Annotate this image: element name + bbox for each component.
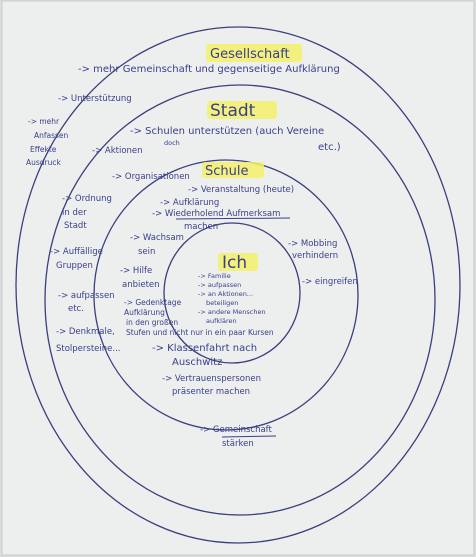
note-eingreifen: -> eingreifen [302,277,358,287]
note-aktionen: -> Aktionen [92,146,143,156]
title-gesellschaft: Gesellschaft [210,47,290,62]
note-veranstaltung: -> Veranstaltung (heute) [188,185,294,195]
note-gedenktage-4: Stufen und nicht nur in ein paar Kursen [126,328,274,337]
circle-schule [93,159,359,431]
note-mehr-3: Effekte [30,145,57,154]
note-unterstuetzung: -> Unterstützung [58,94,132,104]
note-klassenfahrt-1: -> Klassenfahrt nach [152,343,257,354]
note-aufpassen-2: etc. [68,304,84,314]
note-mehr-2: Anfassen [34,131,69,140]
note-ordnung-1: -> Ordnung [62,194,112,204]
note-auffaellige-1: -> Auffällige [50,247,103,257]
note-wachsam-1: -> Wachsam [130,233,184,243]
note-gedenktage-2: Aufklärung [124,308,165,317]
title-stadt: Stadt [210,101,256,121]
note-organisationen: -> Organisationen [112,172,190,182]
note-gedenktage-1: -> Gedenktage [124,298,182,307]
circle-stadt [44,84,436,516]
note-aufpassen-1: -> aufpassen [58,291,115,301]
note-schulen-2: etc.) [318,142,341,153]
circle-ich [163,222,301,364]
note-mehr-1: -> mehr [28,117,60,126]
note-auffaellige-2: Gruppen [56,261,93,271]
note-vertrauen-2: präsenter machen [172,387,250,397]
ich-item: -> aufpassen [198,281,241,289]
note-aufklaerung: -> Aufklärung [160,198,219,208]
ich-item: aufklären [206,317,237,325]
note-klassenfahrt-2: Auschwitz [172,357,222,368]
ich-item: -> an Aktionen... [198,290,253,298]
note-hilfe-2: anbieten [122,280,160,290]
note-schulen: -> Schulen unterstützen (auch Vereine [130,126,324,137]
note-vertrauen-1: -> Vertrauenspersonen [162,374,261,384]
note-wiederholend-1: -> Wiederholend Aufmerksam [152,209,280,219]
note-gedenktage-3: in den großen [126,318,178,327]
note-mobbing-1: -> Mobbing [288,239,337,249]
note-gemeinschaft-staerken-1: -> Gemeinschaft [200,425,273,435]
title-ich: Ich [222,253,247,273]
note-denkmale-2: Stolpersteine... [56,344,121,354]
ich-item: -> andere Menschen [198,308,266,316]
note-mehr-4: Ausdruck [26,158,62,167]
note-gemeinschaft: -> mehr Gemeinschaft und gegenseitige Au… [78,64,340,75]
note-aktionen-doch: doch [164,139,180,147]
note-hilfe-1: -> Hilfe [120,266,152,276]
note-wachsam-2: sein [138,247,155,257]
note-wiederholend-2: machen [184,222,218,232]
note-gemeinschaft-staerken-2: stärken [222,439,254,449]
note-ordnung-3: Stadt [64,221,87,231]
ich-item: -> Familie [198,272,231,280]
title-schule: Schule [205,164,249,179]
note-mobbing-2: verhindern [292,251,338,261]
note-denkmale-1: -> Denkmale, [56,327,115,337]
note-ordnung-2: in der [62,208,87,218]
underline-gemeinschaft [221,435,277,438]
ich-item: beteiligen [206,299,238,307]
circle-gesellschaft [15,26,461,544]
underline-wiederholend [175,217,291,220]
